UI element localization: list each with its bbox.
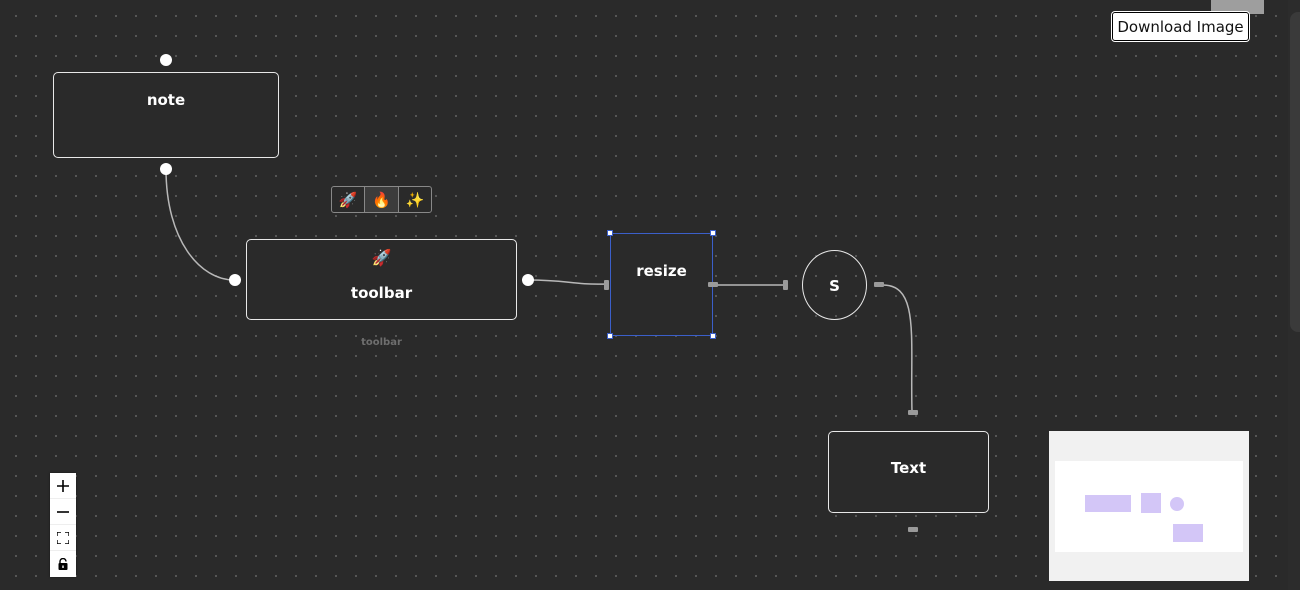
rocket-icon[interactable]: 🚀 [332,187,366,212]
resize-node-label: resize [636,262,687,280]
rocket-icon: 🚀 [371,248,392,267]
fire-icon[interactable]: 🔥 [365,187,399,212]
scrollbar-thumb[interactable] [1290,12,1300,332]
circle-node-label: S [829,277,840,295]
note-bottom-handle[interactable] [160,163,172,175]
zoom-out-icon[interactable] [50,499,76,525]
minimap-node-toolbar [1085,495,1131,512]
edge-circle-text[interactable] [882,284,913,413]
resize-handle-top-right[interactable] [710,230,716,236]
download-image-button[interactable]: Download Image [1112,12,1249,41]
node-toolbar: 🚀 🔥 ✨ [331,186,432,213]
resize-handle-bottom-right[interactable] [710,333,716,339]
resize-left-handle[interactable] [604,280,609,290]
circle-right-handle[interactable] [874,282,884,287]
sparkles-icon[interactable]: ✨ [405,190,425,209]
minimap-node-text [1173,524,1203,542]
text-top-handle[interactable] [908,410,918,415]
text-bottom-handle[interactable] [908,527,918,532]
zoom-controls [50,473,76,577]
edge-toolbar-resize[interactable] [527,279,608,285]
text-node[interactable]: Text [828,431,989,513]
note-top-handle[interactable] [160,54,172,66]
resize-handle-bottom-left[interactable] [607,333,613,339]
top-corner-block [1211,0,1264,14]
resize-right-handle[interactable] [708,282,718,287]
text-node-label: Text [890,459,927,477]
zoom-in-icon[interactable] [50,473,76,499]
toolbar-left-handle[interactable] [229,274,241,286]
fit-view-icon[interactable] [50,525,76,551]
toolbar-node-label: toolbar [350,284,413,302]
circle-left-handle[interactable] [783,280,788,290]
toolbar-right-handle[interactable] [522,274,534,286]
edge-note-toolbar[interactable] [165,168,235,281]
toolbar-node-caption: toolbar [361,337,402,348]
minimap-svg [1055,461,1243,552]
resize-node[interactable]: resize [607,230,716,339]
note-node-label: note [146,91,186,109]
toolbar-node[interactable]: 🚀 toolbar [246,239,517,320]
note-node[interactable]: note [53,72,279,158]
circle-node[interactable]: S [802,250,867,320]
lock-icon[interactable] [50,551,76,577]
minimap[interactable] [1049,431,1249,581]
minimap-node-resize [1141,493,1161,513]
minimap-node-circle [1170,497,1184,511]
resize-handle-top-left[interactable] [607,230,613,236]
